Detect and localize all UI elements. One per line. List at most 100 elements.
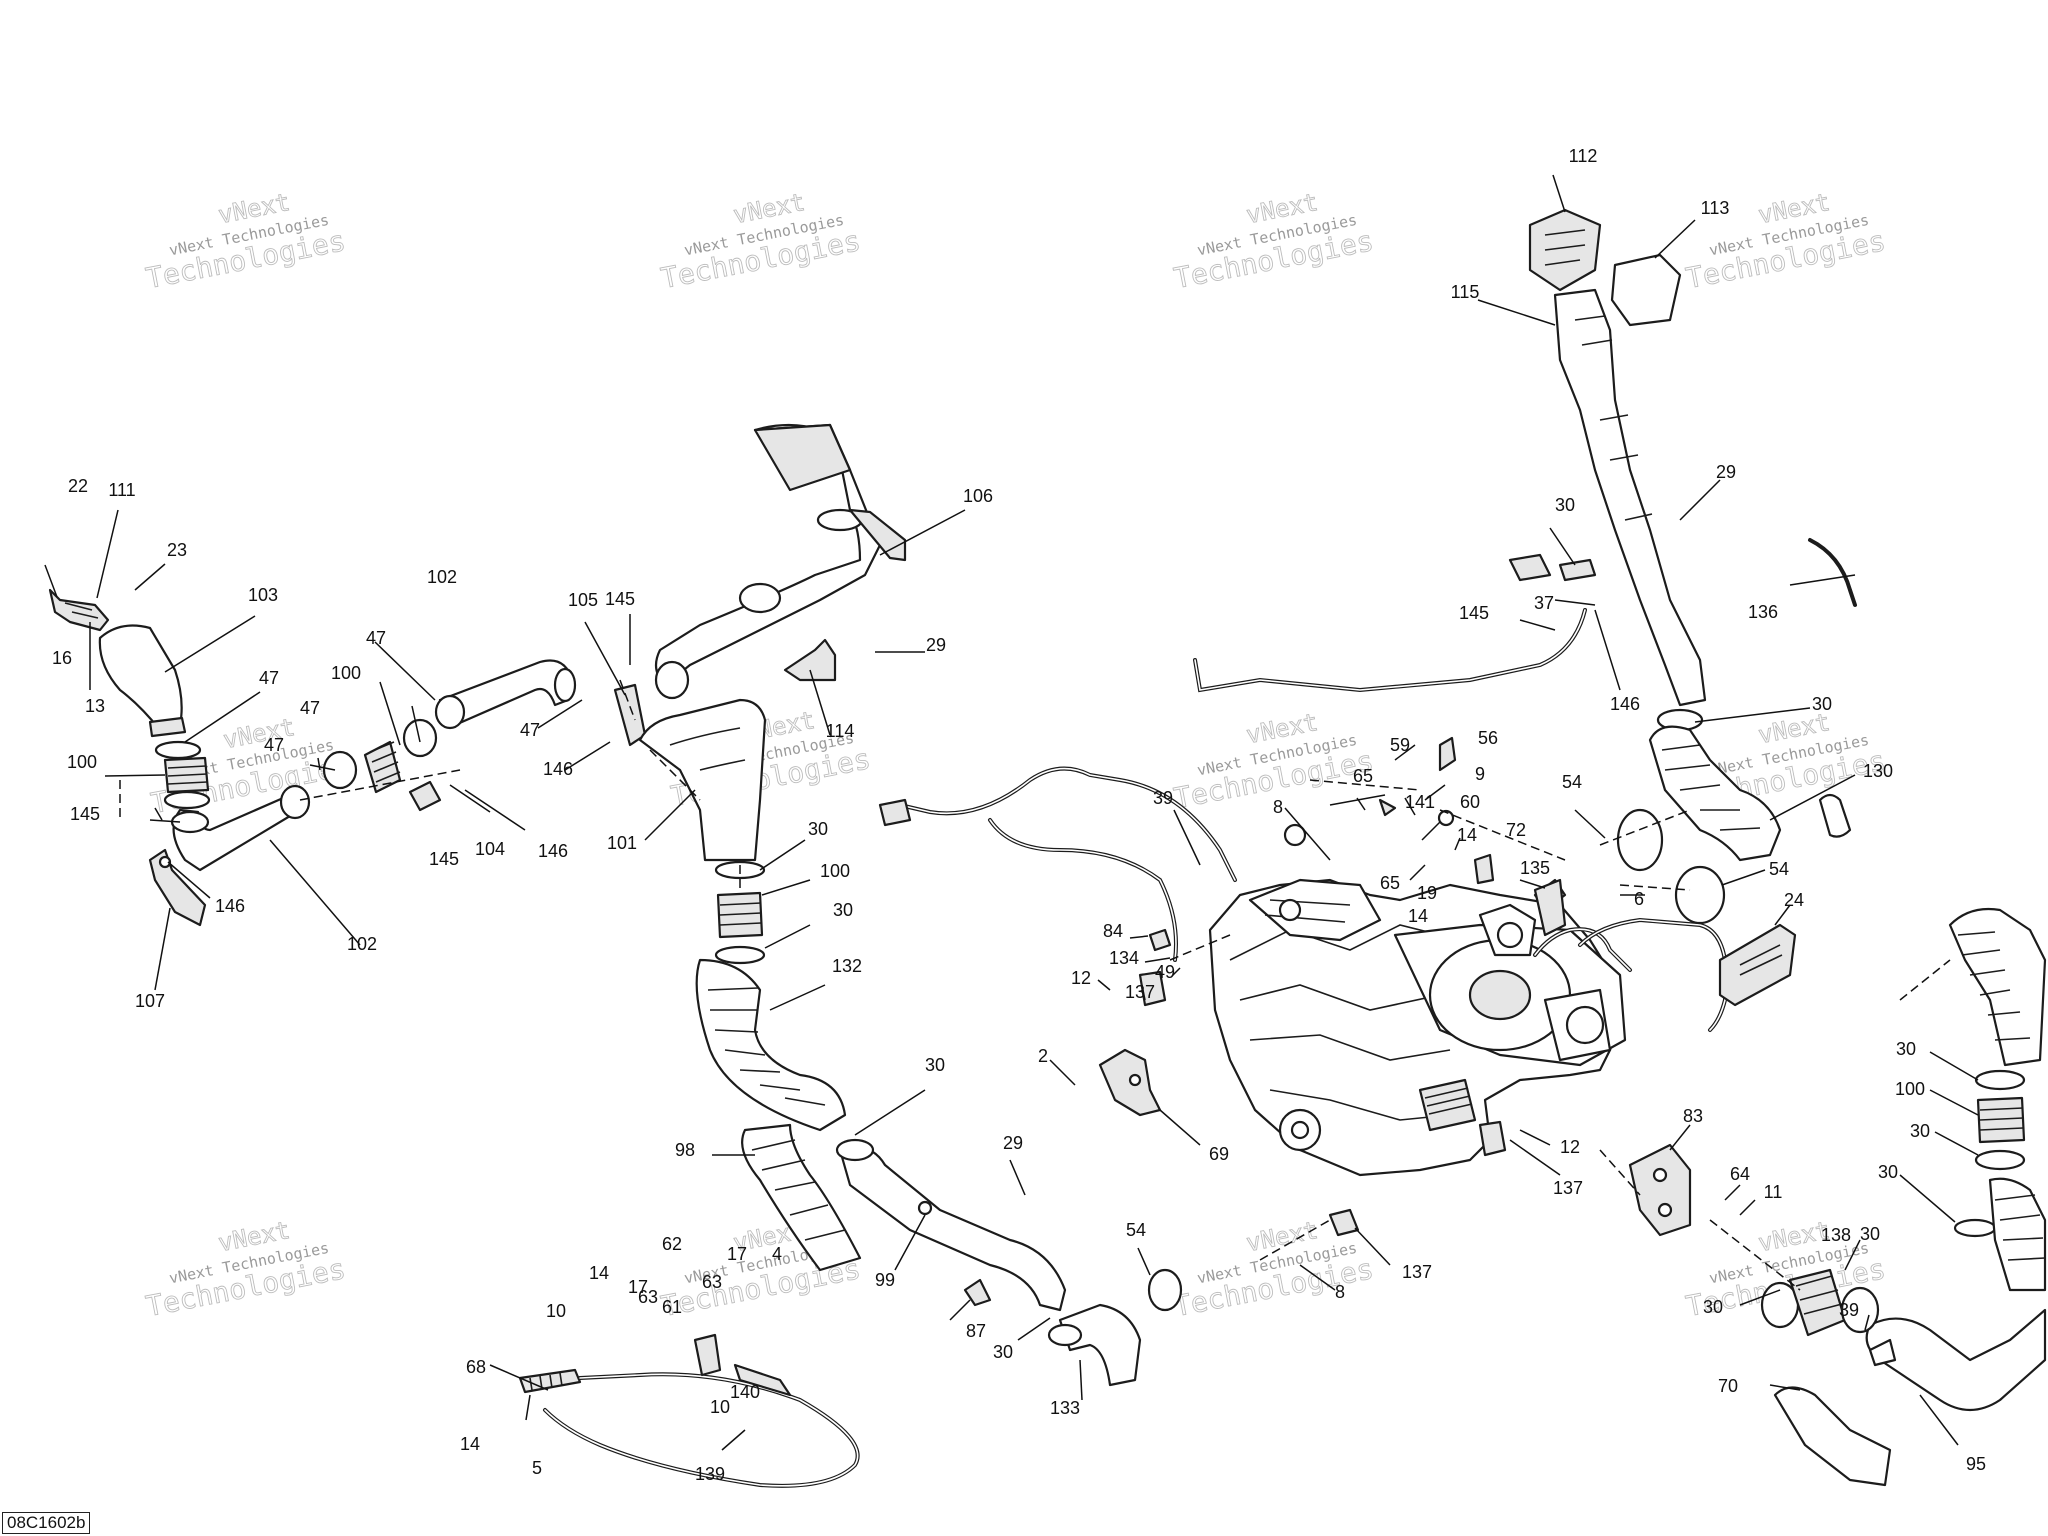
callout-134: 134 (1109, 948, 1139, 968)
callout-29: 29 (1716, 462, 1736, 482)
callout-61: 61 (662, 1297, 682, 1317)
callout-29: 29 (926, 635, 946, 655)
callout-63: 63 (702, 1272, 722, 1292)
callout-47: 47 (259, 668, 279, 688)
center-left-ducts (322, 423, 1183, 1387)
callout-102: 102 (347, 934, 377, 954)
callout-141: 141 (1405, 792, 1435, 812)
left-intake-assembly (44, 564, 311, 927)
callout-106: 106 (963, 486, 993, 506)
callout-14: 14 (589, 1263, 609, 1283)
callout-95: 95 (1966, 1454, 1986, 1474)
throttle-cable-assembly (518, 1333, 860, 1488)
callout-11: 11 (1764, 1182, 1783, 1202)
callout-114: 114 (826, 721, 855, 741)
callout-30: 30 (833, 900, 853, 920)
callout-64: 64 (1730, 1164, 1750, 1184)
callout-137: 137 (1125, 982, 1155, 1002)
callout-16: 16 (52, 648, 72, 668)
callout-60: 60 (1460, 792, 1480, 812)
engine-block (1138, 878, 1627, 1177)
callout-30: 30 (808, 819, 828, 839)
callout-8: 8 (1335, 1282, 1345, 1302)
callout-30: 30 (1555, 495, 1575, 515)
callout-4: 4 (772, 1244, 782, 1264)
callout-83: 83 (1683, 1106, 1703, 1126)
callout-132: 132 (832, 956, 862, 976)
callout-10: 10 (710, 1397, 730, 1417)
callout-9: 9 (1475, 764, 1485, 784)
callout-69: 69 (1209, 1144, 1229, 1164)
wiring-harness (878, 608, 1797, 1032)
callout-136: 136 (1748, 602, 1778, 622)
callout-139: 139 (695, 1464, 725, 1484)
callout-115: 115 (1451, 282, 1480, 302)
callout-30: 30 (1910, 1121, 1930, 1141)
callout-37: 37 (1534, 593, 1554, 613)
callout-140: 140 (730, 1382, 760, 1402)
callout-30: 30 (1878, 1162, 1898, 1182)
callout-146: 146 (215, 896, 245, 916)
callout-145: 145 (70, 804, 100, 824)
callout-22: 22 (68, 476, 88, 496)
callout-19: 19 (1417, 883, 1437, 903)
callout-14: 14 (1408, 906, 1428, 926)
callout-62: 62 (662, 1234, 682, 1254)
callout-29: 29 (1003, 1133, 1023, 1153)
callout-146: 146 (538, 841, 568, 861)
engine-small-parts (1098, 736, 1567, 1237)
callout-63: 63 (638, 1287, 658, 1307)
callout-14: 14 (460, 1434, 480, 1454)
callout-112: 112 (1569, 146, 1598, 166)
callout-107: 107 (135, 991, 165, 1011)
callout-17: 17 (628, 1277, 648, 1297)
callout-104: 104 (475, 839, 505, 859)
callout-133: 133 (1050, 1398, 1080, 1418)
callout-100: 100 (1895, 1079, 1925, 1099)
far-right-assembly (1628, 907, 2047, 1487)
callout-145: 145 (605, 589, 635, 609)
callout-137: 137 (1402, 1262, 1432, 1282)
right-intake-stack (1508, 208, 1857, 925)
callout-2: 2 (1038, 1046, 1048, 1066)
callout-138: 138 (1821, 1225, 1851, 1245)
callout-47: 47 (520, 720, 540, 740)
callout-98: 98 (675, 1140, 695, 1160)
callout-30: 30 (925, 1055, 945, 1075)
callout-12: 12 (1560, 1137, 1580, 1157)
leader-lines (89, 174, 1979, 1451)
callout-13: 13 (85, 696, 105, 716)
callout-49: 49 (1155, 962, 1175, 982)
callout-135: 135 (1520, 858, 1550, 878)
callout-137: 137 (1553, 1178, 1583, 1198)
callout-24: 24 (1784, 890, 1804, 910)
callout-100: 100 (67, 752, 97, 772)
callout-12: 12 (1071, 968, 1091, 988)
callout-8: 8 (1273, 797, 1283, 817)
callout-130: 130 (1863, 761, 1893, 781)
callout-39: 39 (1153, 788, 1173, 808)
callout-99: 99 (875, 1270, 895, 1290)
callout-72: 72 (1506, 820, 1526, 840)
callout-102: 102 (427, 567, 457, 587)
callout-59: 59 (1390, 735, 1410, 755)
callout-54: 54 (1769, 859, 1789, 879)
callout-14: 14 (1457, 825, 1477, 845)
callout-5: 5 (532, 1458, 542, 1478)
callout-30: 30 (993, 1342, 1013, 1362)
callout-68: 68 (466, 1357, 486, 1377)
callout-47: 47 (366, 628, 386, 648)
callout-47: 47 (264, 735, 284, 755)
diagram-reference-code: 08C1602b (2, 1512, 91, 1534)
callout-30: 30 (1703, 1297, 1723, 1317)
callout-113: 113 (1701, 198, 1730, 218)
callout-146: 146 (543, 759, 573, 779)
callout-30: 30 (1812, 694, 1832, 714)
callout-65: 65 (1353, 766, 1373, 786)
